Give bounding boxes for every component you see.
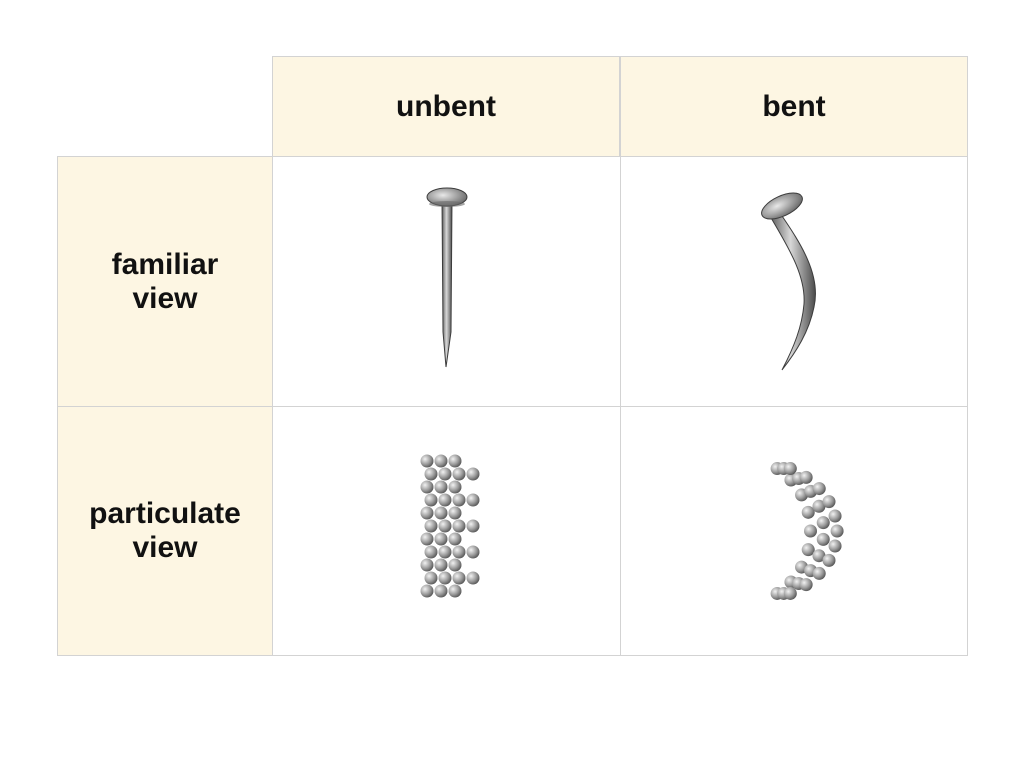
particle-sphere xyxy=(804,524,817,538)
particle-sphere xyxy=(438,493,451,507)
particle-sphere xyxy=(466,545,479,559)
particle-sphere xyxy=(434,558,447,572)
particle-sphere xyxy=(448,532,461,546)
cell-familiar-bent xyxy=(620,156,968,407)
particle-sphere xyxy=(466,571,479,585)
particle-sphere xyxy=(434,532,447,546)
particle-sphere xyxy=(452,493,465,507)
straight-nail-icon xyxy=(426,187,467,367)
column-header-label: bent xyxy=(762,89,826,123)
particle-sphere xyxy=(438,571,451,585)
particle-sphere xyxy=(424,467,437,481)
row-header-line2: view xyxy=(132,531,198,564)
particle-sphere xyxy=(420,558,433,572)
row-header-line1: familiar xyxy=(111,247,219,281)
particle-sphere xyxy=(434,506,447,520)
particle-sphere xyxy=(812,549,826,563)
particle-sphere xyxy=(801,505,815,519)
particle-sphere xyxy=(466,493,479,507)
particle-sphere xyxy=(420,480,433,494)
column-header-label: unbent xyxy=(396,89,496,123)
particle-sphere xyxy=(799,578,813,592)
row-header-particulate-view: particulate view xyxy=(57,406,273,656)
particle-sphere xyxy=(830,524,844,538)
particle-sphere xyxy=(452,571,465,585)
particle-sphere xyxy=(812,566,826,580)
particle-sphere xyxy=(466,519,479,533)
particle-sphere xyxy=(434,454,447,468)
particle-sphere xyxy=(448,480,461,494)
particle-sphere xyxy=(822,495,836,509)
particle-arc-icon xyxy=(770,462,844,600)
particle-sphere xyxy=(420,506,433,520)
particle-sphere xyxy=(448,506,461,520)
particle-sphere xyxy=(424,545,437,559)
particle-sphere xyxy=(424,571,437,585)
column-header-unbent: unbent xyxy=(272,56,620,157)
particle-sphere xyxy=(438,545,451,559)
cell-particulate-unbent xyxy=(272,406,621,656)
particle-sphere xyxy=(452,545,465,559)
particle-sphere xyxy=(452,467,465,481)
row-header-familiar-view: familiar view xyxy=(57,156,273,407)
particle-sphere xyxy=(420,532,433,546)
particle-sphere xyxy=(448,454,461,468)
particle-sphere xyxy=(420,454,433,468)
bent-nail-icon xyxy=(761,192,816,370)
particle-sphere xyxy=(452,519,465,533)
row-header-line2: view xyxy=(132,281,198,315)
column-header-bent: bent xyxy=(620,56,968,157)
particle-sphere xyxy=(448,584,461,598)
particle-sphere xyxy=(822,553,836,567)
particle-sphere xyxy=(816,516,830,530)
particle-sphere xyxy=(828,509,842,523)
particle-sphere xyxy=(420,584,433,598)
particle-sphere xyxy=(812,499,826,513)
particle-sphere xyxy=(812,482,826,496)
row-header-line1: particulate xyxy=(89,497,241,530)
particle-sphere xyxy=(828,539,842,553)
particle-sphere xyxy=(466,467,479,481)
cell-familiar-unbent xyxy=(272,156,621,407)
particle-sphere xyxy=(438,467,451,481)
particle-sphere xyxy=(434,584,447,598)
particle-sphere xyxy=(424,519,437,533)
particle-column-icon xyxy=(420,454,479,598)
particle-sphere xyxy=(801,543,815,557)
particle-sphere xyxy=(783,586,797,600)
particle-sphere xyxy=(816,532,830,546)
particle-sphere xyxy=(783,462,797,476)
particle-sphere xyxy=(448,558,461,572)
particle-sphere xyxy=(434,480,447,494)
particle-sphere xyxy=(799,470,813,484)
comparison-table: unbent bent familiar view particulate vi… xyxy=(57,56,968,656)
cell-particulate-bent xyxy=(620,406,968,656)
particle-sphere xyxy=(424,493,437,507)
particle-sphere xyxy=(438,519,451,533)
